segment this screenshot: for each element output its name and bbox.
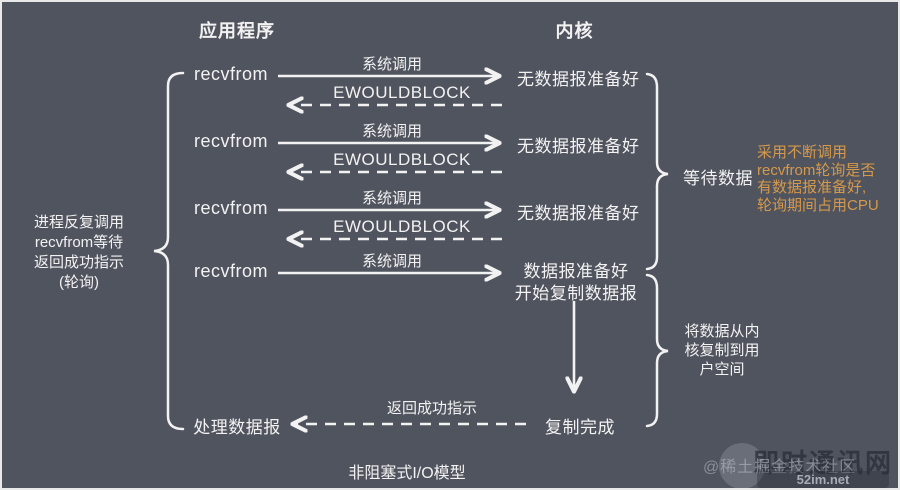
kernel-start-copy-label: 开始复制数据报 (514, 284, 638, 303)
watermark: 即时通讯网 @稀土掘金技术社区 52im.net (695, 438, 898, 488)
syscall-label-row1: 系统调用 (361, 56, 422, 73)
recvfrom-label-row1: recvfrom (193, 64, 268, 84)
left-note-line3: 返回成功指示 (33, 254, 124, 271)
wait-data-brace (645, 72, 669, 271)
copy-note-line2: 核复制到用 (684, 342, 760, 359)
wait-data-label: 等待数据 (683, 169, 753, 188)
kernel-datagram-ready-label: 数据报准备好 (523, 262, 629, 281)
copy-data-brace (645, 273, 669, 428)
ewouldblock-label-row2: EWOULDBLOCK (333, 150, 471, 169)
polling-note-line3: 有数据报准备好, (757, 179, 867, 196)
polling-note-line4: 轮询期间占用CPU (757, 196, 879, 214)
copy-note: 将数据从内 核复制到用 户空间 (674, 322, 770, 379)
column-header-application: 应用程序 (199, 21, 275, 41)
recvfrom-label-row2: recvfrom (193, 131, 268, 151)
copy-done-label: 复制完成 (545, 418, 615, 437)
process-datagram-label: 处理数据报 (193, 418, 281, 437)
watermark-site-name: 即时通讯网 (753, 448, 894, 478)
syscall-label-row4: 系统调用 (361, 253, 422, 270)
left-note: 进程反复调用 recvfrom等待 返回成功指示 (轮询) (6, 213, 152, 293)
kernel-status-row3: 无数据报准备好 (517, 204, 640, 223)
copy-note-line1: 将数据从内 (684, 323, 760, 340)
watermark-site-url: 52im.net (757, 471, 889, 488)
recvfrom-label-row3: recvfrom (193, 198, 268, 218)
left-note-line4: (轮询) (59, 274, 99, 291)
diagram-caption: 非阻塞式I/O模型 (348, 465, 466, 482)
watermark-logo-icon (719, 443, 765, 488)
column-header-kernel: 内核 (555, 21, 594, 41)
syscall-label-row2: 系统调用 (361, 123, 422, 140)
left-note-line2: recvfrom等待 (34, 234, 124, 251)
polling-note-line2: recvfrom轮询是否 (757, 161, 876, 179)
copy-note-line3: 户空间 (699, 361, 745, 378)
recvfrom-label-row4: recvfrom (193, 261, 268, 281)
kernel-status-row2: 无数据报准备好 (517, 137, 640, 156)
polling-note: 采用不断调用 recvfrom轮询是否 有数据报准备好, 轮询期间占用CPU (757, 144, 898, 214)
ewouldblock-label-row1: EWOULDBLOCK (333, 83, 471, 102)
syscall-label-row3: 系统调用 (361, 190, 422, 207)
kernel-status-row1: 无数据报准备好 (517, 70, 640, 89)
return-success-label: 返回成功指示 (386, 400, 477, 417)
left-brace (153, 71, 185, 431)
ewouldblock-label-row3: EWOULDBLOCK (333, 217, 471, 236)
watermark-community-overlay: @稀土掘金技术社区 (703, 459, 857, 476)
polling-note-line1: 采用不断调用 (757, 144, 848, 161)
left-note-line1: 进程反复调用 (33, 214, 124, 231)
